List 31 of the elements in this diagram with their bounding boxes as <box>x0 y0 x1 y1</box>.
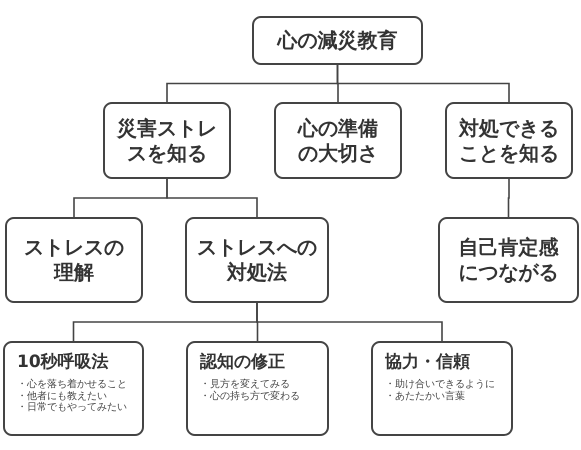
list-item: ・他者にも教えたい <box>17 390 107 402</box>
card-heading: 協力・信頼 <box>385 351 470 374</box>
topic-box <box>5 217 143 303</box>
card-heading: 認知の修正 <box>200 351 285 374</box>
topic-box <box>274 102 402 179</box>
node-label: ストレスへの対処法 <box>196 235 318 285</box>
list-item: ・助け合いできるように <box>385 379 495 390</box>
list-item: ・日常でもやってみたい <box>17 402 127 414</box>
topic-box <box>438 217 579 303</box>
connector-line <box>336 65 510 102</box>
node-label: 心の減災教育 <box>276 28 398 53</box>
node-label: 心の準備の大切さ <box>296 116 379 166</box>
topic-card <box>3 341 144 436</box>
connector-line <box>166 179 258 217</box>
list-item: ・あたたかい言葉 <box>385 390 465 402</box>
card-heading: 10秒呼吸法 <box>17 351 109 374</box>
topic-card <box>186 341 329 436</box>
connector-line <box>256 303 443 341</box>
topic-card <box>371 341 513 436</box>
list-item: ・心の持ち方で変わる <box>200 390 300 402</box>
topic-box <box>252 16 423 65</box>
connector-line <box>508 179 510 217</box>
node-label: 災害ストレスを知る <box>116 116 218 166</box>
topic-box <box>103 102 231 179</box>
topic-box <box>185 217 329 303</box>
list-item: ・見方を変えてみる <box>200 379 290 390</box>
node-label: 対処できることを知る <box>458 116 560 166</box>
list-item: ・心を落ち着かせること <box>17 379 127 390</box>
node-label: ストレスの理解 <box>23 235 125 285</box>
node-label: 自己肯定感につながる <box>458 235 560 285</box>
topic-box <box>445 102 573 179</box>
